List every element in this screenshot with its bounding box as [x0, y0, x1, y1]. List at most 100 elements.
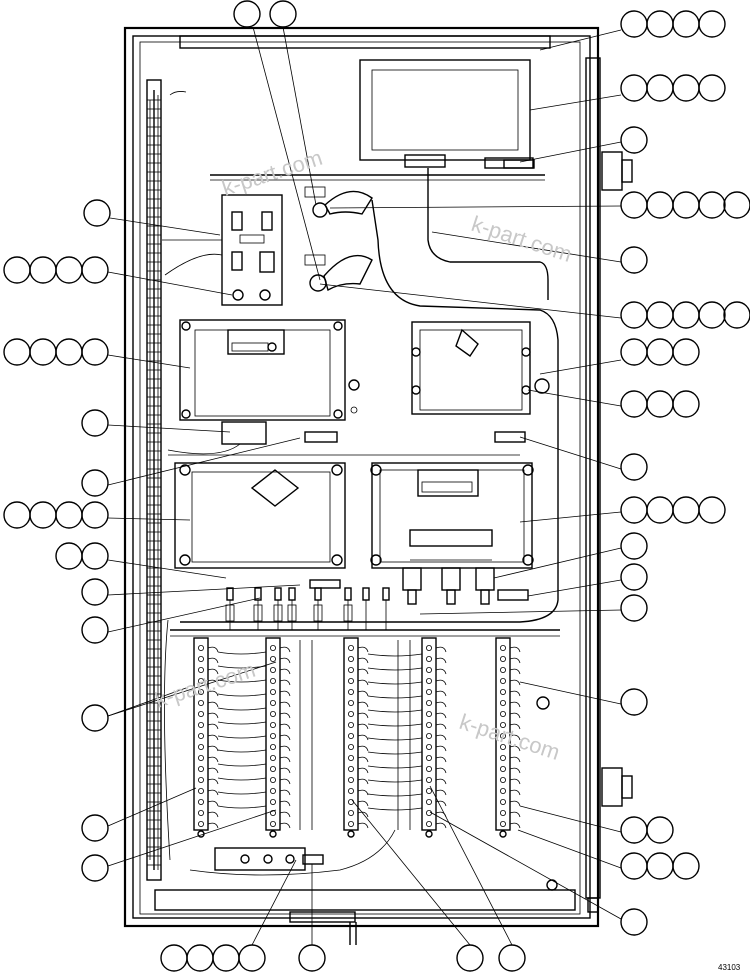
- callout-circle: [672, 852, 700, 880]
- callout-circle: [646, 301, 674, 329]
- callout-circle: [646, 338, 674, 366]
- callout-circle: [298, 944, 326, 972]
- callout-circle: [646, 74, 674, 102]
- callout-circle: [81, 469, 109, 497]
- callout-circle: [620, 390, 648, 418]
- fuse-holders: [225, 587, 390, 630]
- callout-circle: [620, 532, 648, 560]
- callout-circle: [29, 338, 57, 366]
- callout-circle: [81, 814, 109, 842]
- drive-connectors: [402, 567, 495, 605]
- small-plates: [302, 159, 535, 865]
- figure-number: 43103: [718, 963, 741, 972]
- leader-line: [519, 436, 622, 470]
- callout-circle: [55, 501, 83, 529]
- callout-circle: [620, 852, 648, 880]
- callout-circle: [212, 944, 240, 972]
- leader-line: [107, 809, 277, 867]
- wires: [162, 91, 559, 876]
- leader-line: [107, 787, 197, 827]
- leader-line: [107, 517, 191, 521]
- callout-circle: [81, 542, 109, 570]
- leader-lines: [107, 26, 622, 946]
- leader-line: [319, 283, 622, 319]
- leader-line: [519, 141, 622, 163]
- leader-line: [107, 687, 187, 717]
- callout-circle: [698, 74, 726, 102]
- callout-circle: [646, 390, 674, 418]
- callout-circle: [81, 616, 109, 644]
- leader-line: [539, 359, 622, 375]
- leader-line: [351, 799, 471, 946]
- terminal-strip: [265, 637, 291, 838]
- callout-circle: [620, 496, 648, 524]
- callout-circle: [620, 246, 648, 274]
- callout-circle: [620, 453, 648, 481]
- callout-circle: [81, 854, 109, 882]
- terminal-strip: [421, 637, 447, 838]
- callout-circle: [81, 704, 109, 732]
- callout-circle: [81, 256, 109, 284]
- callout-circle: [646, 496, 674, 524]
- callout-circles: [3, 0, 750, 972]
- callout-circle: [3, 256, 31, 284]
- fuse-holder: [344, 587, 352, 601]
- power-module-left: [174, 462, 346, 569]
- callout-circle: [498, 944, 526, 972]
- terminal-strip: [495, 637, 521, 838]
- leader-line: [493, 547, 622, 579]
- callout-circle: [81, 578, 109, 606]
- fuse-holder: [362, 587, 370, 601]
- callout-circle: [620, 688, 648, 716]
- callout-circle: [672, 10, 700, 38]
- callout-circle: [672, 338, 700, 366]
- callout-circle: [81, 338, 109, 366]
- leader-line: [519, 681, 622, 705]
- left-wire-bundle: [147, 90, 161, 870]
- leader-line: [519, 805, 622, 833]
- callout-circle: [672, 74, 700, 102]
- leader-line: [282, 26, 317, 206]
- watermark: k-part.com: [219, 145, 326, 201]
- callout-circle: [698, 301, 726, 329]
- callout-circle: [620, 338, 648, 366]
- din-rail: [170, 629, 560, 637]
- callout-circle: [620, 301, 648, 329]
- upper-shelf: [210, 174, 545, 181]
- leader-line: [107, 559, 227, 579]
- leader-line: [109, 217, 221, 236]
- callout-circle: [620, 10, 648, 38]
- controller-right: [411, 321, 550, 415]
- callout-circle: [723, 191, 750, 219]
- callout-circle: [698, 496, 726, 524]
- terminal-strips: [193, 637, 521, 838]
- terminal-strip: [193, 637, 219, 838]
- callout-circle: [646, 816, 674, 844]
- leader-line: [107, 584, 301, 596]
- leader-line: [539, 29, 622, 51]
- fuse-holder: [288, 587, 296, 601]
- callout-circle: [83, 199, 111, 227]
- leader-line: [431, 231, 622, 263]
- fuse-holder: [274, 587, 282, 601]
- leader-line: [107, 437, 301, 486]
- callout-circle: [29, 256, 57, 284]
- callout-circle: [233, 0, 261, 28]
- callout-circle: [672, 191, 700, 219]
- callout-circle: [620, 191, 648, 219]
- callout-circle: [620, 74, 648, 102]
- leader-line: [107, 661, 277, 717]
- leader-line: [107, 597, 261, 633]
- callout-circle: [646, 10, 674, 38]
- switch-box: [221, 194, 283, 306]
- callout-circle: [620, 816, 648, 844]
- leader-line: [517, 829, 622, 869]
- callout-circle: [186, 944, 214, 972]
- callout-circle: [698, 10, 726, 38]
- callout-circle: [55, 256, 83, 284]
- leader-line: [527, 389, 622, 407]
- callout-circle: [3, 501, 31, 529]
- fuse-holder: [226, 587, 234, 601]
- callout-circle: [672, 301, 700, 329]
